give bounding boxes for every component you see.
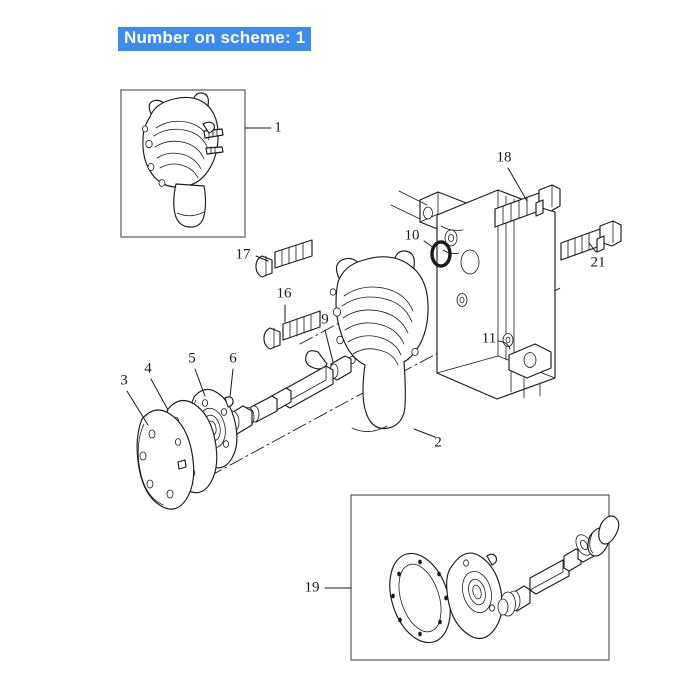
- callout-group-11: 11: [482, 330, 511, 350]
- inset-box-bottom: 19: [305, 494, 620, 661]
- callout-6: 6: [229, 350, 237, 366]
- callout-10: 10: [405, 227, 420, 243]
- bolt-18: 18: [494, 149, 561, 228]
- callout-18: 18: [497, 149, 512, 165]
- bolt-17: 17: [236, 239, 313, 278]
- callout-9: 9: [321, 311, 329, 327]
- callout-3: 3: [120, 372, 128, 388]
- callout-16: 16: [277, 285, 293, 301]
- callout-5: 5: [188, 350, 196, 366]
- inset-box-top: 1: [120, 89, 282, 238]
- repair-kit-drawing: [389, 515, 620, 644]
- o-ring-part: 10: [405, 227, 452, 268]
- assembled-pump-drawing: [141, 92, 224, 228]
- callout-1: 1: [274, 119, 282, 135]
- timing-cover-plate: [390, 189, 556, 400]
- bolt-16: 16: [263, 285, 321, 350]
- pump-body: 2: [305, 250, 442, 450]
- callout-2: 2: [434, 434, 442, 450]
- callout-4: 4: [144, 360, 152, 376]
- callout-17: 17: [236, 246, 252, 262]
- bolt-21: 21: [560, 220, 622, 270]
- pulley-cover-part-3: 3: [120, 372, 195, 510]
- scheme-number-badge: Number on scheme: 1: [118, 27, 312, 51]
- callout-21: 21: [591, 254, 606, 270]
- callout-19: 19: [305, 579, 320, 595]
- callout-11: 11: [482, 330, 496, 346]
